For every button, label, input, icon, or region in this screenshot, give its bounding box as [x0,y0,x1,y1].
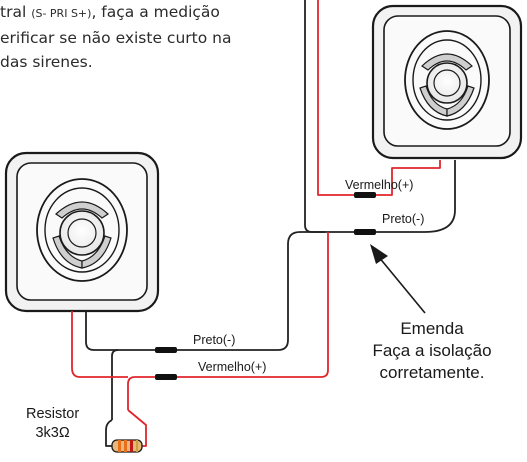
instruction-line-1: tral (S- PRI S+), faça a medição [0,0,330,26]
emenda-title: Emenda [400,319,464,338]
instruction-line-3: das sirenes. [0,53,93,71]
red-wire-link [127,232,329,410]
label-bottom-black: Preto(-) [193,333,236,347]
emenda-line-1: Faça a isolação [372,341,492,360]
instruction-terminal-label: (S- PRI S+) [31,7,92,20]
black-wire-link [111,231,325,420]
splice-bottom-black [155,347,177,353]
siren-left [4,151,160,313]
instruction-line-1-start: tral [0,3,32,21]
instruction-text: tral (S- PRI S+), faça a medição erifica… [0,0,330,74]
label-top-black: Preto(-) [382,212,425,226]
resistor [111,439,143,453]
splice-bottom-red [155,374,177,380]
red-wire-upper [317,0,441,196]
resistor-label: Resistor 3k3Ω [26,405,79,443]
instruction-line-1-end: , faça a medição [91,3,220,21]
label-bottom-red: Vermelho(+) [198,360,267,374]
red-wire-left [71,311,128,378]
splice-upper [354,192,376,198]
instruction-line-2: erificar se não existe curto na [0,29,232,47]
siren-right [371,4,523,160]
splice-lower [354,229,376,235]
emenda-line-2: corretamente. [379,363,485,382]
resistor-lead-black [105,419,114,447]
resistor-label-name: Resistor [26,406,80,422]
resistor-lead-red [127,409,147,447]
black-wire-left [85,311,118,351]
emenda-arrow [370,244,426,314]
resistor-label-value: 3k3Ω [35,425,70,441]
emenda-callout: Emenda Faça a isolação corretamente. [342,318,522,384]
splices [155,192,376,380]
label-top-red: Vermelho(+) [345,178,414,192]
